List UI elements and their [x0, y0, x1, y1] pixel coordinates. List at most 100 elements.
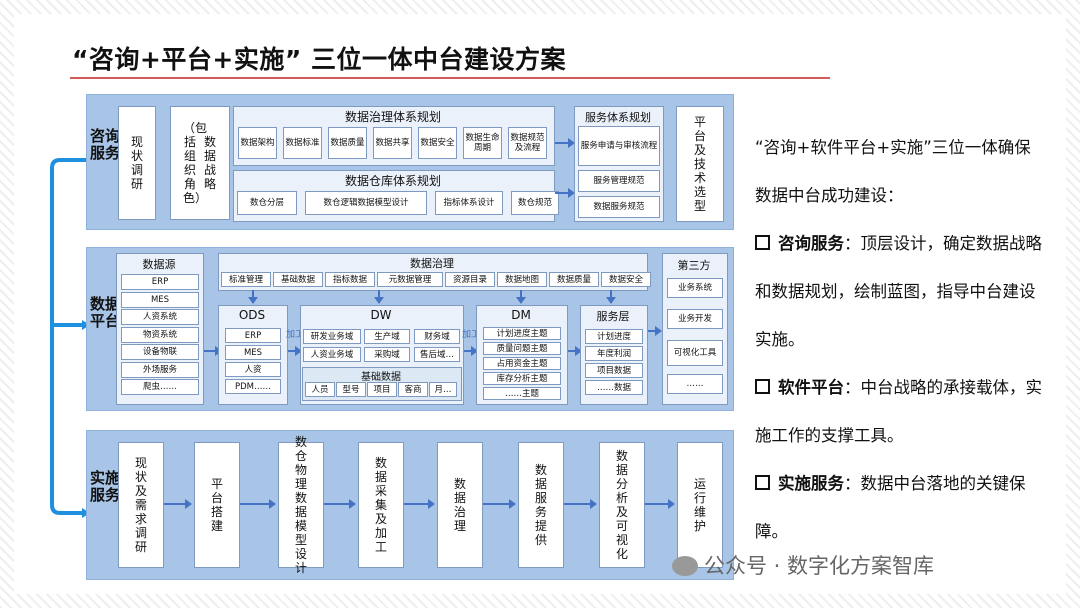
dm-topic-item: ……主题 [483, 387, 561, 400]
platform-selection-box: 平台及技术选型 [676, 106, 724, 222]
data-governance-item: 基础数据 [273, 272, 323, 287]
sidebar-intro: “咨询+软件平台+实施”三位一体确保数据中台成功建设： [755, 138, 1031, 205]
implementation-step-arrow [645, 499, 675, 509]
sidebar-item-text: ：数据中台落地的关键保障。 [755, 474, 1026, 541]
implementation-step-arrow [324, 499, 356, 509]
consulting-label: 咨询服务 [89, 127, 120, 162]
process-label-2: 加工 [462, 330, 481, 340]
arrow-gov-svc [606, 290, 616, 304]
ods-item: PDM…… [225, 379, 281, 394]
warehouse-plan-item: 数仓逻辑数据模型设计 [305, 191, 427, 215]
data-platform-label: 数据平台 [89, 295, 120, 330]
implementation-label: 实施服务 [89, 469, 120, 504]
base-data-item: 客商 [398, 382, 428, 397]
warehouse-plan-item: 数仓分层 [237, 191, 297, 215]
dw-domain-item: 生产域 [364, 329, 410, 344]
data-governance-item: 数据安全 [601, 272, 651, 287]
dw-domain-item: 财务域 [414, 329, 460, 344]
arrow-gov-to-service [555, 138, 575, 148]
implementation-step: 数据分析及可视化 [599, 442, 645, 568]
service-planning-title: 服务体系规划 [585, 111, 651, 124]
third-party-item: 业务开发 [667, 309, 723, 329]
data-source-item: 人资系统 [121, 309, 199, 325]
survey-box: 现状调研 [118, 106, 156, 220]
checkbox-bullet-icon [755, 379, 770, 394]
data-source-item: MES [121, 291, 199, 308]
warehouse-plan-item: 数仓规范 [511, 191, 559, 215]
arrow-source-to-ods [204, 346, 222, 356]
implementation-step-label: 数据治理 [453, 477, 466, 533]
governance-plan-item: 数据共享 [373, 127, 412, 159]
connector-bracket [50, 158, 90, 518]
data-governance-item: 元数据管理 [377, 272, 443, 287]
implementation-step: 现状及需求调研 [118, 442, 164, 568]
implementation-step: 数仓物理数据模型设计 [278, 435, 324, 575]
data-source-item: 物资系统 [121, 326, 199, 343]
governance-plan-item: 数据架构 [238, 127, 277, 159]
implementation-step: 数据采集及加工 [358, 442, 404, 568]
sidebar-item-text: ：中台战略的承接载体，实施工作的支撑工具。 [755, 378, 1042, 445]
governance-plan-item: 数据质量 [328, 127, 367, 159]
governance-plan-item: 数据生命周期 [463, 127, 502, 159]
implementation-step-label: 数据采集及加工 [374, 456, 387, 554]
arrow-gov-dw [374, 290, 384, 304]
dw-domain-item: 采购域 [364, 347, 410, 362]
base-data-title: 基础数据 [361, 372, 401, 383]
sidebar-bullet-item: 实施服务：数据中台落地的关键保障。 [755, 460, 1045, 556]
warehouse-plan-item: 指标体系设计 [435, 191, 503, 215]
service-plan-item: 服务申请与审核流程 [578, 126, 660, 166]
data-source-item: 设备物联 [121, 344, 199, 360]
data-source-item: ERP [121, 274, 199, 290]
ods-title: ODS [238, 308, 266, 322]
implementation-step-label: 数据分析及可视化 [615, 449, 628, 561]
implementation-step-arrow [240, 499, 276, 509]
data-source-item: 爬虫…… [121, 379, 199, 395]
sidebar-bullet-item: 咨询服务：顶层设计，确定数据战略和数据规划，绘制蓝图，指导中台建设实施。 [755, 220, 1045, 364]
dw-title: DW [370, 308, 392, 322]
wechat-icon [672, 556, 698, 576]
checkbox-bullet-icon [755, 235, 770, 250]
third-party-item: 可视化工具 [667, 340, 723, 366]
data-governance-item: 数据质量 [549, 272, 599, 287]
sidebar-item-text: ：顶层设计，确定数据战略和数据规划，绘制蓝图，指导中台建设实施。 [755, 234, 1042, 349]
implementation-step-arrow [483, 499, 516, 509]
service-plan-item: 数据服务规范 [578, 196, 660, 218]
title-underline [70, 77, 830, 79]
implementation-step-arrow [404, 499, 435, 509]
service-layer-item: ……数据 [585, 380, 643, 395]
dm-title: DM [511, 308, 531, 322]
process-label-1: 加工 [286, 330, 305, 340]
implementation-step: 数据服务提供 [518, 442, 564, 568]
third-party-title: 第三方 [677, 259, 711, 272]
data-governance-title: 数据治理 [410, 257, 454, 270]
sidebar-bullet-item: 软件平台：中台战略的承接载体，实施工作的支撑工具。 [755, 364, 1045, 460]
service-plan-item: 服务管理规范 [578, 170, 660, 192]
sidebar-item-head: 软件平台 [778, 378, 844, 397]
data-source-item: 外场服务 [121, 361, 199, 378]
dm-topic-item: 库存分析主题 [483, 372, 561, 385]
arrow-dw-to-dm [464, 346, 478, 356]
arrow-gov-ods [248, 290, 258, 304]
slide-title: “咨询+平台+实施” 三位一体中台建设方案 [72, 45, 566, 74]
sidebar-item-head: 实施服务 [778, 474, 844, 493]
watermark: 公众号 · 数字化方案智库 [672, 550, 934, 580]
sidebar-item-head: 咨询服务 [778, 234, 844, 253]
governance-plan-item: 数据规范及流程 [508, 127, 547, 159]
implementation-step: 平台搭建 [194, 442, 240, 568]
base-data-item: 型号 [336, 382, 366, 397]
dm-topic-item: 占用资金主题 [483, 357, 561, 370]
data-source-title: 数据源 [142, 258, 176, 271]
strategy-box: （包括组织角色） 数据战略 [170, 106, 230, 220]
governance-planning-title: 数据治理体系规划 [344, 110, 441, 124]
governance-plan-item: 数据标准 [283, 127, 322, 159]
third-party-item: …… [667, 374, 723, 394]
service-layer-title: 服务层 [596, 310, 630, 323]
implementation-step-label: 现状及需求调研 [134, 456, 147, 554]
checkbox-bullet-icon [755, 475, 770, 490]
arrow-ods-to-dw [288, 346, 302, 356]
implementation-step: 数据治理 [437, 442, 483, 568]
ods-item: MES [225, 345, 281, 360]
base-data-item: 项目 [367, 382, 397, 397]
arrow-gov-dm [516, 290, 526, 304]
dw-domain-item: 人资业务域 [303, 347, 361, 362]
